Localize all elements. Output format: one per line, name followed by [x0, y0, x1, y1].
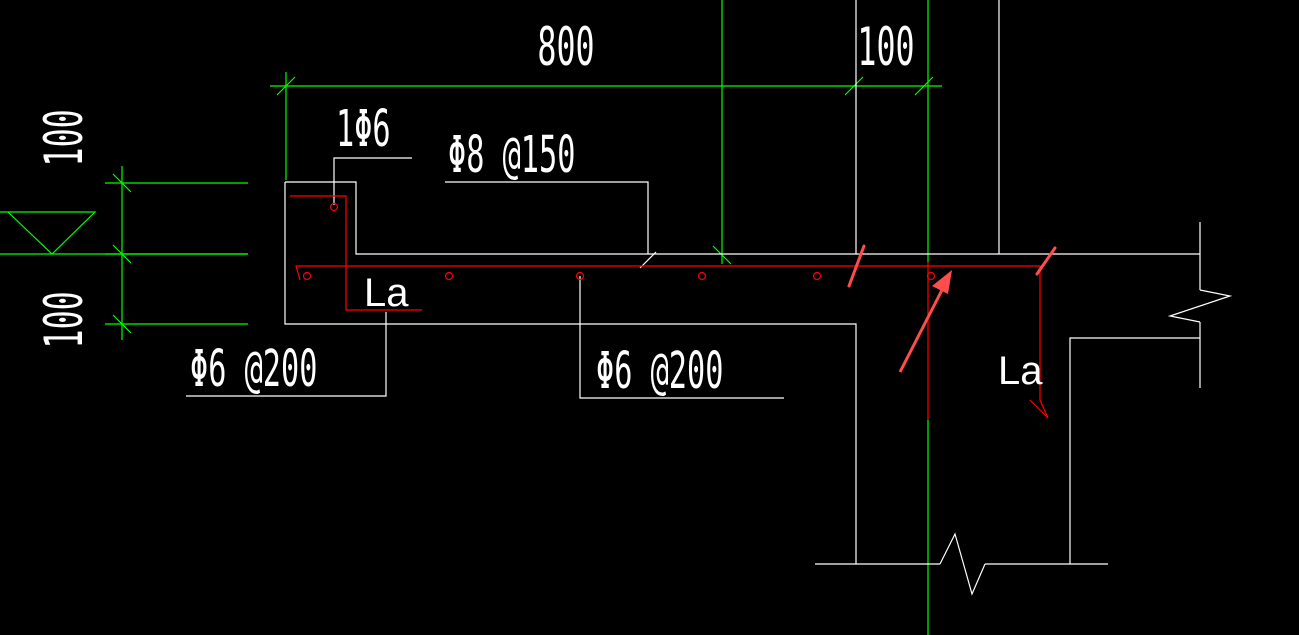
label-corner-bar: 1Φ6 [336, 99, 391, 158]
concrete-outline [186, 0, 1233, 596]
highlight-arrow-icon [898, 270, 952, 373]
label-anchor-right: La [998, 349, 1043, 393]
label-anchor-left: La [364, 271, 409, 315]
break-marks [847, 244, 1057, 288]
dimension-100-left-upper: 100 [34, 109, 95, 166]
dimension-100-top: 100 [857, 18, 914, 79]
rebar-dots [302, 202, 936, 281]
rebar-lines [290, 195, 1049, 420]
label-mid-stirrup: Φ6 @200 [596, 341, 723, 400]
dimension-lines [0, 0, 942, 635]
label-top-rebar: Φ8 @150 [448, 125, 575, 184]
label-left-stirrup: Φ6 @200 [190, 339, 317, 398]
dimension-100-left-lower: 100 [34, 291, 95, 348]
dimension-800: 800 [537, 18, 594, 79]
